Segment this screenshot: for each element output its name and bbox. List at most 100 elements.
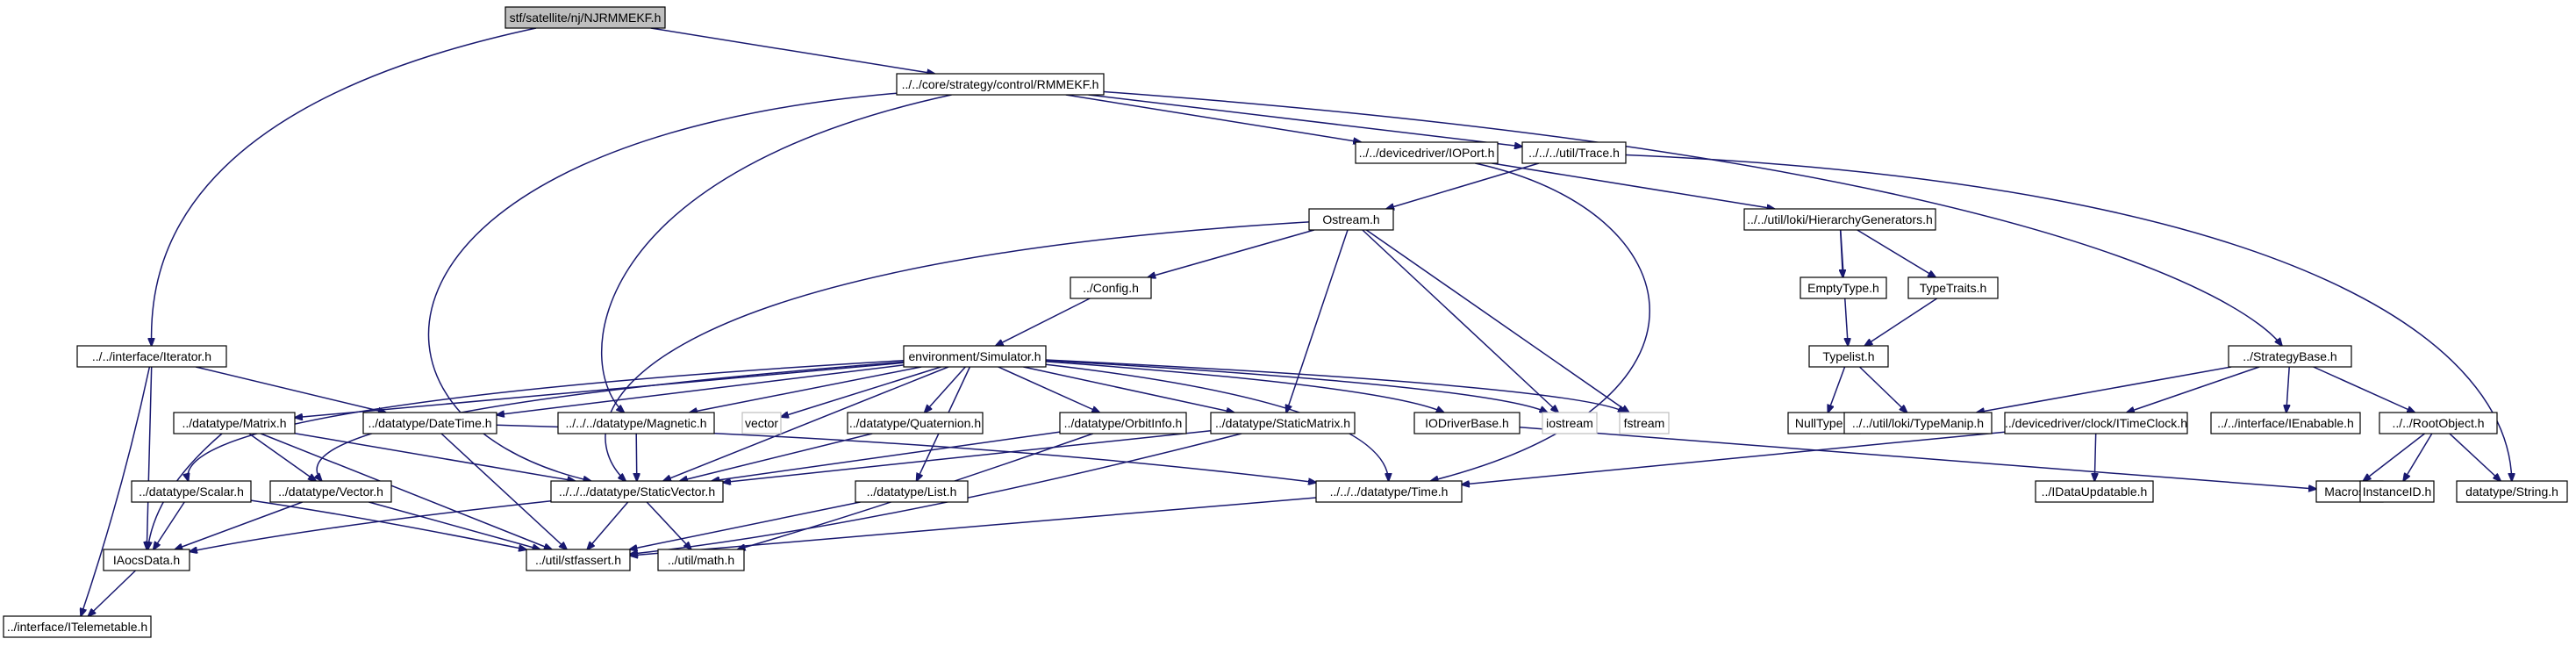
node-box — [855, 480, 969, 503]
edge-n5-to-n24 — [1977, 366, 2232, 413]
edge-n13-to-n29 — [248, 433, 316, 481]
node-box — [903, 345, 1047, 368]
graph-node-n10[interactable]: TypeTraits.h — [1907, 276, 1999, 299]
graph-node-n24[interactable]: ../../util/loki/TypeManip.h — [1843, 412, 1993, 434]
edge-n3-to-n32 — [1431, 162, 1650, 481]
edge-n2-to-n37 — [147, 366, 153, 549]
graph-node-n5[interactable]: ../StrategyBase.h — [2228, 345, 2352, 368]
graph-node-n15[interactable]: ../../../datatype/Magnetic.h — [557, 412, 715, 434]
node-box — [362, 412, 497, 434]
graph-node-n9[interactable]: EmptyType.h — [1800, 276, 1887, 299]
node-box — [2456, 480, 2568, 503]
edge-n11-to-n30 — [663, 366, 949, 481]
graph-node-n20[interactable]: IODriverBase.h — [1413, 412, 1521, 434]
edge-n31-to-n38 — [630, 501, 861, 549]
edge-n11-to-n18 — [998, 366, 1100, 413]
edge-n37-to-n40 — [89, 570, 137, 616]
node-label: ../../../datatype/Time.h — [1330, 484, 1449, 499]
graph-node-n25[interactable]: ../devicedriver/clock/ITimeClock.h — [2004, 412, 2188, 434]
graph-node-n11[interactable]: environment/Simulator.h — [903, 345, 1047, 368]
node-label: IAocsData.h — [113, 553, 180, 567]
graph-node-n17[interactable]: ../datatype/Quaternion.h — [847, 412, 984, 434]
node-label: ../datatype/Vector.h — [278, 484, 383, 499]
graph-node-n29[interactable]: ../datatype/Vector.h — [269, 480, 392, 503]
graph-node-n3[interactable]: ../../devicedriver/IOPort.h — [1355, 141, 1499, 164]
edge-n0-to-n2 — [152, 27, 537, 346]
node-label: ../util/math.h — [668, 553, 734, 567]
graph-node-n1[interactable]: ../../core/strategy/control/RMMEKF.h — [896, 73, 1105, 96]
node-label: ../datatype/DateTime.h — [368, 416, 491, 430]
node-label: ../../../util/Trace.h — [1528, 146, 1620, 160]
graph-node-n19[interactable]: ../datatype/StaticMatrix.h — [1210, 412, 1356, 434]
node-box — [504, 6, 666, 29]
graph-node-n6[interactable]: Ostream.h — [1308, 208, 1394, 231]
node-box — [557, 412, 715, 434]
graph-node-n30[interactable]: ../../../datatype/StaticVector.h — [550, 480, 724, 503]
graph-node-n22: fstream — [1619, 412, 1670, 434]
graph-node-n27[interactable]: ../../RootObject.h — [2379, 412, 2498, 434]
node-box — [1907, 276, 1999, 299]
node-label: ../../RootObject.h — [2392, 416, 2484, 430]
node-box — [2359, 480, 2435, 503]
edge-n29-to-n38 — [369, 501, 540, 549]
node-label: ../../../datatype/StaticVector.h — [559, 484, 715, 499]
node-label: ../datatype/List.h — [867, 484, 957, 499]
node-box — [526, 549, 631, 571]
edge-n3-to-n7 — [1492, 162, 1774, 209]
graph-node-n13[interactable]: ../datatype/Matrix.h — [173, 412, 296, 434]
node-box — [173, 412, 296, 434]
edge-n11-to-n22 — [1045, 359, 1626, 413]
edge-n11-to-n13 — [295, 362, 905, 418]
graph-node-n2[interactable]: ../../interface/Iterator.h — [76, 345, 227, 368]
edge-n4-to-n6 — [1386, 162, 1540, 209]
graph-node-n12[interactable]: Typelist.h — [1808, 345, 1889, 368]
node-box — [1800, 276, 1887, 299]
node-box — [3, 615, 152, 638]
graph-node-n39[interactable]: ../util/math.h — [657, 549, 745, 571]
node-label: vector — [745, 416, 778, 430]
edge-n30-to-n38 — [587, 501, 629, 549]
graph-node-n28[interactable]: ../datatype/Scalar.h — [131, 480, 252, 503]
edge-n12-to-n24 — [1858, 366, 1907, 413]
graph-node-n37[interactable]: IAocsData.h — [103, 549, 190, 571]
graph-node-n26[interactable]: ../../interface/IEnabable.h — [2210, 412, 2361, 434]
edge-n1-to-n3 — [1065, 94, 1361, 142]
graph-node-n36[interactable]: datatype/String.h — [2456, 480, 2568, 503]
edge-n6-to-n19 — [1286, 229, 1349, 413]
edge-n5-to-n25 — [2127, 366, 2260, 413]
node-box — [2379, 412, 2498, 434]
node-label: ../datatype/StaticMatrix.h — [1215, 416, 1350, 430]
edge-n20-to-n34 — [1519, 426, 2316, 489]
node-box — [131, 480, 252, 503]
node-box — [2004, 412, 2188, 434]
edge-n1-to-n5 — [1103, 90, 2282, 347]
node-label: ../StrategyBase.h — [2243, 349, 2336, 363]
node-label: TypeTraits.h — [1920, 281, 1987, 295]
edge-n19-to-n30 — [723, 429, 1212, 483]
edge-n11-to-n19 — [1023, 366, 1234, 413]
node-label: ../../interface/Iterator.h — [92, 349, 211, 363]
edge-n14-to-n38 — [440, 433, 567, 549]
graph-node-n35[interactable]: InstanceID.h — [2359, 480, 2435, 503]
graph-node-n0[interactable]: stf/satellite/nj/NJRMMEKF.h — [504, 6, 666, 29]
edge-n25-to-n33 — [2094, 433, 2095, 481]
graph-node-n31[interactable]: ../datatype/List.h — [855, 480, 969, 503]
node-box — [1521, 141, 1627, 164]
node-box — [1315, 480, 1463, 503]
node-label: ../../interface/IEnabable.h — [2217, 416, 2354, 430]
graph-node-n8[interactable]: ../Config.h — [1070, 276, 1152, 299]
graph-node-n32[interactable]: ../../../datatype/Time.h — [1315, 480, 1463, 503]
node-label: ../datatype/Matrix.h — [182, 416, 286, 430]
graph-node-n14[interactable]: ../datatype/DateTime.h — [362, 412, 497, 434]
edge-n27-to-n35 — [2403, 433, 2433, 481]
graph-node-n33[interactable]: ../IDataUpdatable.h — [2035, 480, 2154, 503]
graph-node-n7[interactable]: ../../util/loki/HierarchyGenerators.h — [1743, 208, 1936, 231]
edge-n6-to-n21 — [1362, 229, 1558, 413]
graph-node-n4[interactable]: ../../../util/Trace.h — [1521, 141, 1627, 164]
edge-layer — [81, 27, 2512, 616]
graph-node-n18[interactable]: ../datatype/OrbitInfo.h — [1059, 412, 1187, 434]
graph-node-n40[interactable]: ../interface/ITelemetable.h — [3, 615, 152, 638]
graph-node-n16: vector — [741, 412, 782, 434]
edge-n17-to-n30 — [680, 433, 873, 481]
graph-node-n38[interactable]: ../util/stfassert.h — [526, 549, 631, 571]
